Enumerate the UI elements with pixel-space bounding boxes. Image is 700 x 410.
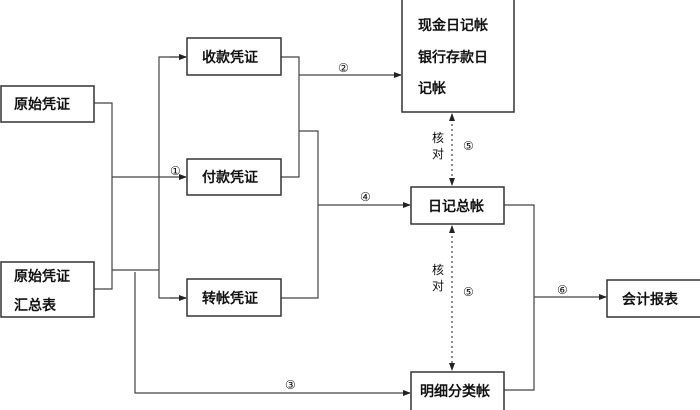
node-label: 记帐: [418, 80, 446, 97]
step-5-label: ⑤: [463, 139, 474, 153]
node-label: 原始凭证: [14, 268, 70, 285]
node-original-voucher: 原始凭证: [0, 85, 95, 123]
check-label: 对: [432, 147, 444, 161]
node-cash-bank-journal: 现金日记帐 银行存款日 记帐: [401, 0, 515, 113]
connectors: [94, 54, 607, 396]
cash-voucher-merge: [281, 56, 300, 178]
node-general-ledger: 日记总帐: [410, 186, 505, 225]
step-6-label: ⑥: [557, 283, 568, 297]
node-label: 日记总帐: [428, 198, 484, 215]
node-label: 转帐凭证: [202, 290, 258, 307]
node-accounting-reports: 会计报表: [606, 279, 700, 318]
node-subsidiary-ledger: 明细分类帐: [410, 371, 505, 410]
node-voucher-summary: 原始凭证 汇总表: [0, 261, 95, 318]
node-label: 明细分类帐: [420, 383, 490, 400]
check-label: 核: [432, 131, 444, 145]
step-4-label: ④: [360, 190, 371, 204]
check-label: 核: [432, 263, 444, 277]
node-transfer-voucher: 转帐凭证: [186, 278, 282, 317]
node-label: 汇总表: [14, 297, 57, 314]
node-label: 原始凭证: [14, 96, 70, 113]
step-3-label: ③: [285, 378, 296, 392]
source-merge-line: [94, 102, 113, 290]
node-label: 收款凭证: [202, 49, 258, 66]
node-payment-voucher: 付款凭证: [186, 158, 282, 196]
node-label: 付款凭证: [202, 169, 258, 186]
step-2-label: ②: [338, 61, 349, 75]
all-voucher-merge: [281, 130, 319, 299]
node-label: 银行存款日: [418, 49, 488, 66]
node-receipt-voucher: 收款凭证: [186, 37, 282, 76]
ledger-merge-line: [504, 204, 535, 391]
step-5-label: ⑤: [463, 285, 474, 299]
step-1-label: ①: [170, 164, 181, 178]
node-label: 会计报表: [622, 291, 679, 308]
arrow-to-subsidiary: [134, 272, 411, 396]
node-label: 现金日记帐: [418, 17, 488, 34]
check-label: 对: [432, 279, 444, 293]
